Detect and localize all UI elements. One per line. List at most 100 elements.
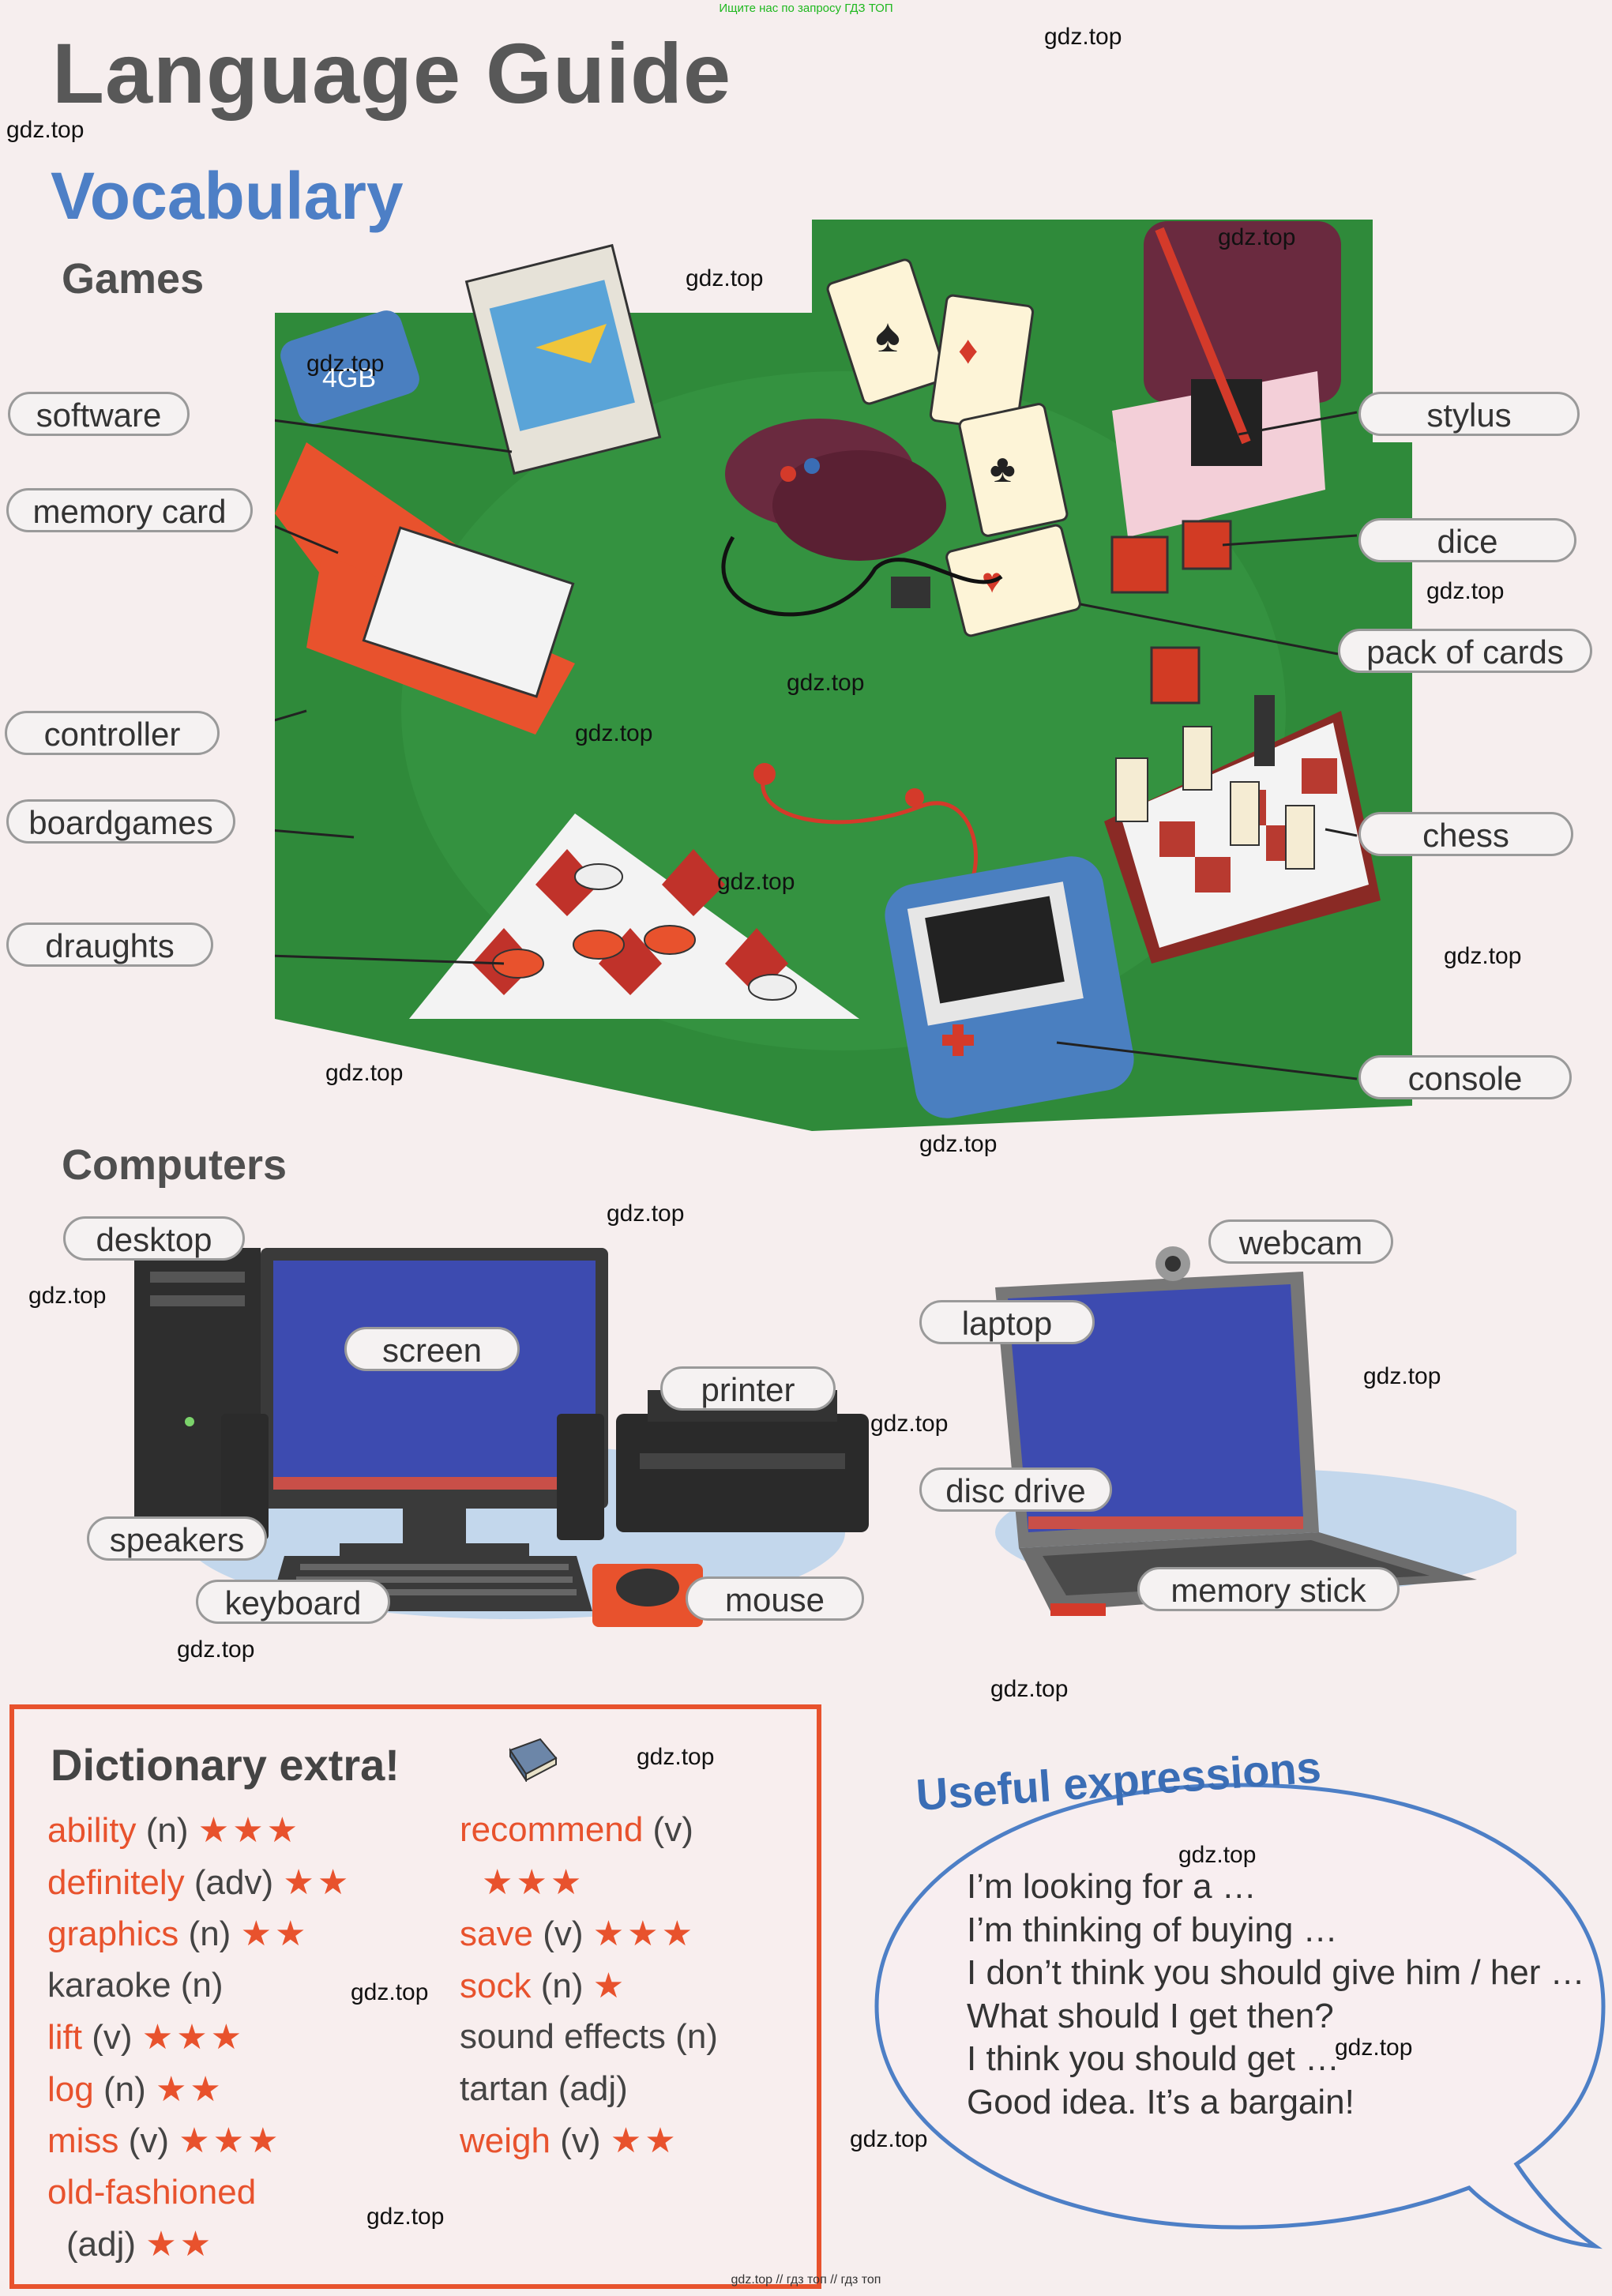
watermark: gdz.top <box>1218 224 1296 250</box>
entry-word: sock <box>460 1966 532 2005</box>
svg-text:♣: ♣ <box>990 446 1016 490</box>
dictionary-entry: tartan (adj) <box>460 2069 628 2109</box>
watermark: gdz.top <box>1426 578 1505 604</box>
dictionary-entry: ability (n) ★★★ <box>47 1810 301 1851</box>
dictionary-entry: graphics (n) ★★ <box>47 1914 309 1954</box>
entry-word: sound effects <box>460 2017 666 2056</box>
entry-pos: (adj) <box>66 2225 137 2264</box>
watermark: gdz.top <box>351 1979 429 2005</box>
watermark: gdz.top <box>990 1676 1069 1702</box>
entry-word: weigh <box>460 2121 550 2160</box>
label-laptop: laptop <box>919 1300 1095 1344</box>
entry-pos: (n) <box>103 2069 146 2109</box>
useful-expression: I’m thinking of buying … <box>967 1910 1338 1949</box>
entry-word: old-fashioned <box>47 2172 257 2211</box>
page-title: Language Guide <box>52 25 732 121</box>
watermark: gdz.top <box>787 670 865 696</box>
watermark: gdz.top <box>686 265 764 291</box>
watermark: gdz.top <box>1044 24 1122 50</box>
label-memory-card: memory card <box>6 488 253 532</box>
label-mouse: mouse <box>686 1576 864 1621</box>
label-stylus: stylus <box>1358 392 1580 436</box>
entry-stars: ★★ <box>283 1862 352 1902</box>
useful-expression: I think you should get … <box>967 2039 1340 2078</box>
dictionary-box <box>9 1704 821 2289</box>
svg-text:4GB: 4GB <box>322 363 376 393</box>
watermark: gdz.top <box>1335 2035 1413 2061</box>
watermark: gdz.top <box>919 1131 998 1157</box>
entry-pos: (v) <box>543 1915 584 1953</box>
dictionary-entry: log (n) ★★ <box>47 2069 224 2110</box>
entry-word: log <box>47 2069 94 2109</box>
computers-heading: Computers <box>62 1141 287 1189</box>
watermark: gdz.top <box>1363 1363 1441 1389</box>
entry-pos: (n) <box>180 1965 224 2005</box>
useful-expression: Good idea. It’s a bargain! <box>967 2082 1355 2121</box>
section-title: Vocabulary <box>51 159 404 233</box>
watermark: gdz.top <box>637 1744 715 1770</box>
entry-pos: (adj) <box>558 2069 628 2108</box>
watermark: gdz.top <box>717 869 795 895</box>
label-speakers: speakers <box>87 1516 267 1561</box>
footer-note: gdz.top // гдз топ // гдз топ <box>731 2273 881 2287</box>
games-illustration: ♠ ♦ ♣ ♥ 4GB <box>275 220 1412 1131</box>
label-controller: controller <box>5 711 220 755</box>
watermark: gdz.top <box>1178 1842 1257 1868</box>
useful-expression: What should I get then? <box>967 1996 1334 2035</box>
watermark: gdz.top <box>177 1637 255 1663</box>
watermark: gdz.top <box>325 1060 404 1086</box>
svg-text:♠: ♠ <box>875 309 900 362</box>
dictionary-entry: weigh (v) ★★ <box>460 2121 679 2161</box>
watermark: gdz.top <box>607 1201 685 1227</box>
entry-word: save <box>460 1915 533 1953</box>
entry-stars: ★★ <box>610 2121 679 2160</box>
label-draughts: draughts <box>6 923 213 967</box>
entry-word: tartan <box>460 2069 549 2108</box>
watermark: gdz.top <box>6 117 85 143</box>
top-note: Ищите нас по запросу ГДЗ ТОП <box>719 2 893 15</box>
watermark: gdz.top <box>306 351 385 377</box>
computers-illustration <box>134 1246 1516 1627</box>
label-desktop: desktop <box>63 1216 245 1261</box>
label-boardgames: boardgames <box>6 799 235 844</box>
entry-pos: (n) <box>675 2017 718 2056</box>
svg-text:♦: ♦ <box>958 328 979 372</box>
entry-pos: (adv) <box>194 1862 274 1902</box>
label-memory-stick: memory stick <box>1137 1567 1400 1611</box>
entry-pos: (n) <box>540 1966 584 2005</box>
dictionary-entry: (adj) ★★ <box>66 2224 214 2264</box>
dictionary-title: Dictionary extra! <box>51 1740 400 1790</box>
entry-stars: ★★★ <box>482 1862 585 1902</box>
entry-pos: (v) <box>128 2121 169 2160</box>
entry-word: miss <box>47 2121 119 2160</box>
useful-expression: I don’t think you should give him / her … <box>967 1953 1585 1992</box>
dictionary-entry: save (v) ★★★ <box>460 1914 696 1954</box>
entry-pos: (v) <box>560 2121 601 2160</box>
entry-word: ability <box>47 1811 137 1850</box>
label-dice: dice <box>1358 518 1576 562</box>
entry-word: recommend <box>460 1810 644 1849</box>
entry-stars: ★★ <box>145 2225 215 2264</box>
entry-pos: (n) <box>145 1811 189 1850</box>
entry-word: karaoke <box>47 1965 171 2005</box>
watermark: gdz.top <box>28 1283 107 1309</box>
games-heading: Games <box>62 255 205 303</box>
dictionary-entry: miss (v) ★★★ <box>47 2121 282 2161</box>
entry-word: graphics <box>47 1915 179 1953</box>
dictionary-entry: sound effects (n) <box>460 2017 718 2057</box>
label-screen: screen <box>344 1327 520 1371</box>
watermark: gdz.top <box>366 2204 445 2230</box>
watermark: gdz.top <box>850 2126 928 2152</box>
entry-stars: ★★★ <box>197 1811 302 1850</box>
dictionary-entry: karaoke (n) <box>47 1966 224 2005</box>
entry-word: lift <box>47 2018 82 2057</box>
entry-stars: ★★ <box>155 2069 224 2109</box>
label-pack-of-cards: pack of cards <box>1338 629 1592 673</box>
label-disc-drive: disc drive <box>919 1467 1112 1512</box>
label-printer: printer <box>660 1366 836 1411</box>
speech-bubble <box>874 1783 1606 2249</box>
label-chess: chess <box>1358 812 1573 856</box>
dictionary-entry: definitely (adv) ★★ <box>47 1862 351 1903</box>
entry-pos: (v) <box>92 2018 133 2057</box>
label-software: software <box>8 392 190 436</box>
